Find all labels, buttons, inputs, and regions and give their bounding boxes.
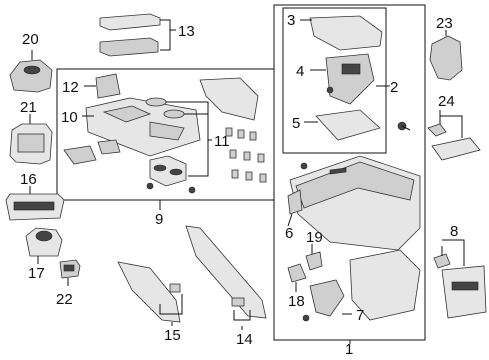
callout-6: 6 xyxy=(285,225,293,242)
part-11-rings xyxy=(145,77,259,177)
part-18-connector xyxy=(287,263,307,292)
callout-14: 14 xyxy=(236,331,253,348)
part-24-bracket xyxy=(427,110,481,161)
part-4-hinge xyxy=(310,53,375,105)
part-12-shift-boot xyxy=(84,73,121,99)
part-21-module xyxy=(9,114,53,165)
part-8-rear-panel xyxy=(433,239,487,319)
callout-13: 13 xyxy=(178,23,195,40)
part-22-socket xyxy=(59,259,81,286)
part-23-shift-knob xyxy=(429,30,463,81)
part-14-trim xyxy=(185,225,267,321)
callout-10: 10 xyxy=(61,109,78,126)
callout-2: 2 xyxy=(390,79,398,96)
group-box-2 xyxy=(282,7,387,154)
part-19-clip xyxy=(305,251,323,271)
callout-3: 3 xyxy=(287,12,295,29)
part-15-trim xyxy=(117,261,183,323)
callout-9: 9 xyxy=(155,211,163,228)
callout-24: 24 xyxy=(438,93,455,110)
callout-20: 20 xyxy=(22,31,39,48)
callout-7: 7 xyxy=(356,307,364,324)
callout-18: 18 xyxy=(288,293,305,310)
part-20-switch xyxy=(9,50,53,93)
callout-19: 19 xyxy=(306,229,323,246)
part-7-bracket xyxy=(302,279,352,322)
callout-11: 11 xyxy=(214,133,230,150)
part-17-knob xyxy=(25,227,63,264)
part-6-side-trim xyxy=(287,189,303,215)
part-16-switch-panel xyxy=(5,186,65,221)
part-5-tray xyxy=(304,109,381,141)
callout-15: 15 xyxy=(164,327,181,344)
part-1-console-body xyxy=(289,155,421,321)
callout-1: 1 xyxy=(345,341,353,358)
part-3-lid xyxy=(300,15,383,51)
callout-21: 21 xyxy=(20,99,37,116)
cup-holder-and-clips xyxy=(63,127,267,194)
callout-22: 22 xyxy=(56,291,73,308)
callout-16: 16 xyxy=(20,171,37,188)
callout-12: 12 xyxy=(62,79,79,96)
callout-8: 8 xyxy=(450,223,458,240)
part-13-panel xyxy=(99,13,176,57)
bolt xyxy=(397,121,411,131)
callout-5: 5 xyxy=(292,115,300,132)
callout-17: 17 xyxy=(28,265,45,282)
callout-4: 4 xyxy=(296,63,304,80)
callout-23: 23 xyxy=(436,15,453,32)
